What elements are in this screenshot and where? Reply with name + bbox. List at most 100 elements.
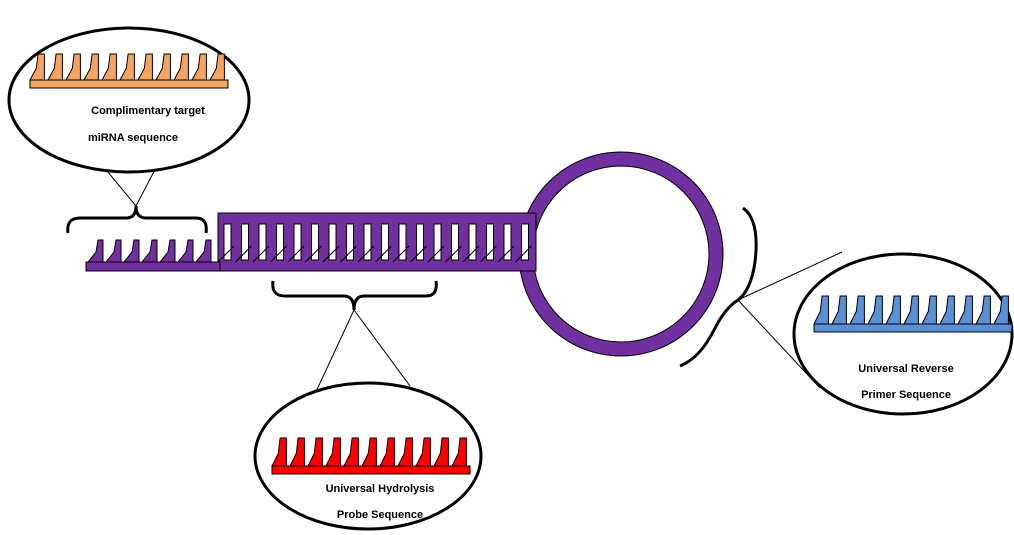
stem-base-pair [241,223,249,261]
primer-base [957,295,973,325]
stem-base-pair [328,223,337,261]
primer-base [831,295,847,325]
stem-base-pair [311,223,319,261]
callout-target-line2: miRNA sequence [88,132,178,144]
primer-base [921,295,937,325]
callout-primer-line1: Universal Reverse [858,363,953,375]
stem-base-pair [486,223,494,261]
overhang-base [176,239,194,263]
stem-base-edge [235,245,252,263]
callout-primer-ellipse [792,252,1014,416]
target-base [29,53,45,81]
probe-base [289,437,305,467]
stem-base-edge [497,245,515,263]
callout-target-ellipse [7,26,251,174]
target-base [173,53,189,81]
stem-base-pair [276,223,284,261]
stem-base-edge [515,245,532,263]
target-base [119,53,135,81]
probe-base [397,437,413,467]
primer-base [939,295,955,325]
stem-base-edge [287,245,305,263]
loop-ring [519,152,723,356]
stem-base-edge [480,245,497,263]
stem-base-pairs [217,223,532,263]
stem-base-pair [293,223,302,261]
target-base [83,53,99,81]
stem-base-pair [416,223,424,261]
overhang-base [194,239,212,263]
primer-base [813,295,829,325]
stem-base-edge [410,245,427,263]
loop-ring-inner-edge [532,165,710,343]
stem-base-pair [433,223,442,261]
probe-sequence-strand [271,437,471,475]
callout-target-line1: Complimentary target [91,105,205,117]
primer-base [867,295,883,325]
target-base [137,53,153,81]
probe-backbone [271,465,471,475]
probe-base [271,437,287,467]
primer-sequence-strand [813,295,1013,333]
callout-probe-line1: Universal Hydrolysis [326,483,435,495]
overhang-base [104,239,122,263]
target-sequence-strand [29,53,229,89]
target-base [191,53,207,81]
stem-base-edge [322,245,340,263]
primer-backbone [813,323,1013,333]
stem-base-edge [375,245,392,263]
stem-base-pair [398,223,407,261]
probe-base [343,437,359,467]
leader-line-probe [313,309,411,397]
stem-base-pair [521,223,529,261]
target-backbone [29,79,229,89]
probe-base [451,437,467,467]
target-base [209,53,225,81]
stem-base-pair [223,223,232,261]
probe-base [433,437,449,467]
overhang-base [140,239,158,263]
stem-base-pair [363,223,372,261]
probe-base [379,437,395,467]
overhang-bases [86,239,212,263]
primer-base [975,295,991,325]
stem-base-edge [462,245,480,263]
primer-base [885,295,901,325]
probe-base [415,437,431,467]
stem-base-edge [305,245,322,263]
overhang-base [86,239,104,263]
bracket-probe [271,280,438,311]
stem-base-edge [427,245,445,263]
stem-base-edge [270,245,287,263]
stem-base-pair [503,223,512,261]
stem-base-edge [252,245,270,263]
stem-base-pair [258,223,267,261]
overhang-base [122,239,140,263]
target-base [155,53,171,81]
stem-base-edge [392,245,410,263]
target-base [65,53,81,81]
primer-base [849,295,865,325]
callout-probe-line2: Probe Sequence [337,509,423,521]
probe-base [307,437,323,467]
stem-base-pair [381,223,389,261]
probe-base [361,437,377,467]
target-base [47,53,63,81]
stem-base-edge [217,245,235,263]
probe-base [325,437,341,467]
stem-base-edge [357,245,375,263]
primer-base [993,295,1009,325]
primer-base [903,295,919,325]
target-base [101,53,117,81]
stem-base-pair [451,223,459,261]
bracket-target [66,205,208,234]
callout-primer-line2: Primer Sequence [861,389,951,401]
stem-base-pair [468,223,477,261]
overhang-backbone [85,261,221,272]
stem-base-pair [346,223,354,261]
stem-base-edge [340,245,357,263]
stem-base-edge [445,245,462,263]
overhang-base [158,239,176,263]
